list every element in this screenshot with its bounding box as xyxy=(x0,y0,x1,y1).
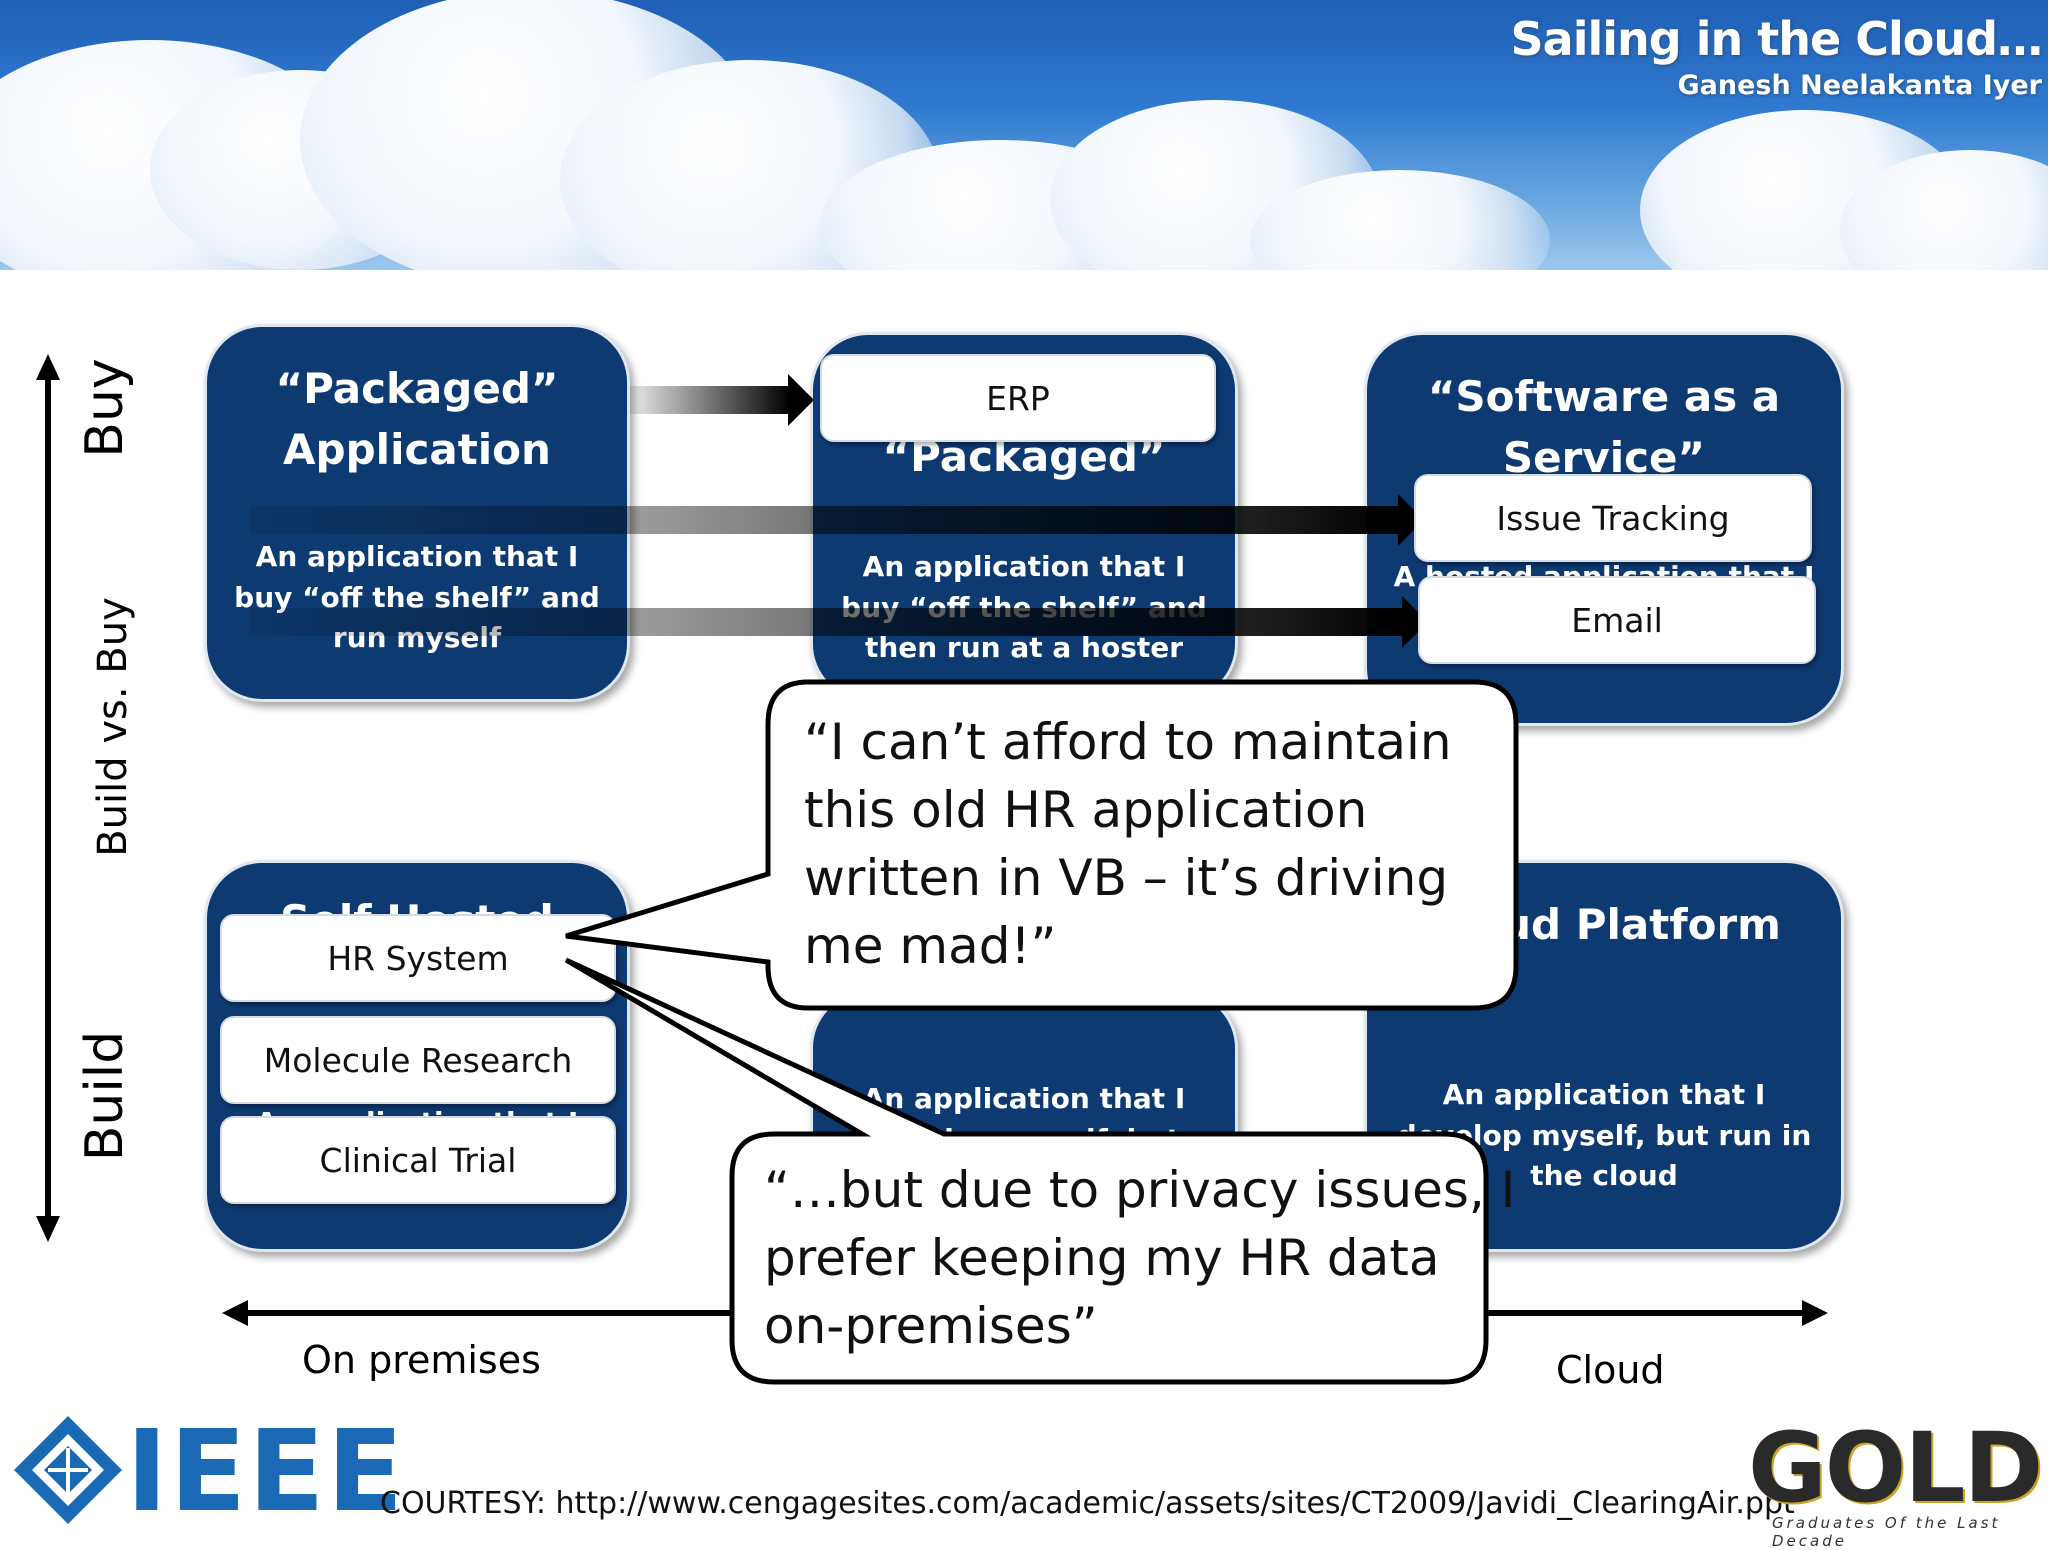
quadrant-title: “Packaged” xyxy=(275,364,559,413)
quadrant-packaged-application: “Packaged” Application An application th… xyxy=(204,324,630,702)
callout-line: written in VB – it’s driving xyxy=(804,849,1449,907)
gold-tagline: Graduates Of the Last Decade xyxy=(1772,1514,2001,1550)
callout-text-1: “I can’t afford to maintain this old HR … xyxy=(804,708,1452,980)
quadrant-description: buy “off the shelf” and xyxy=(841,590,1207,624)
quadrant-title: “Software as a xyxy=(1427,372,1781,421)
axis-label-cloud: Cloud xyxy=(1556,1348,1665,1392)
callout-line: “I can’t afford to maintain xyxy=(804,713,1452,771)
axis-label-on-premises: On premises xyxy=(302,1338,541,1382)
presentation-author: Ganesh Neelakanta Iyer xyxy=(1677,70,2043,101)
quadrant-description: An application that I xyxy=(1442,1078,1766,1111)
quadrant-description: then run at a hoster xyxy=(864,631,1184,665)
ieee-diamond-logo-icon xyxy=(14,1416,122,1524)
quadrant-description: the cloud xyxy=(1530,1159,1678,1193)
quadrant-title: Application xyxy=(283,424,551,474)
axis-label-buy: Buy xyxy=(75,358,135,458)
axis-title-build-vs-buy: Build vs. Buy xyxy=(90,597,136,857)
banner-title: Sailing in the Cloud… Ganesh Neelakanta … xyxy=(1510,12,2043,101)
quadrant-title: Service” xyxy=(1502,432,1706,482)
callout-line: prefer keeping my HR data xyxy=(764,1229,1440,1287)
tag-clinical-trial: Clinical Trial xyxy=(220,1116,616,1204)
quadrant-description: run myself xyxy=(332,621,502,655)
axis-label-build: Build xyxy=(75,1030,135,1162)
courtesy-text: COURTESY: http://www.cengagesites.com/ac… xyxy=(380,1486,1795,1521)
header-banner: Sailing in the Cloud… Ganesh Neelakanta … xyxy=(0,0,2048,270)
ieee-logo: IEEE xyxy=(126,1407,406,1537)
presentation-title: Sailing in the Cloud… xyxy=(1510,12,2043,66)
tag-erp: ERP xyxy=(820,354,1216,442)
callout-line: “…but due to privacy issues, I xyxy=(764,1161,1516,1219)
quadrant-description: develop myself, but xyxy=(868,1122,1180,1156)
callout-text-2: “…but due to privacy issues, I prefer ke… xyxy=(764,1156,1515,1360)
quadrant-description: An application that I xyxy=(862,1082,1186,1115)
tag-email: Email xyxy=(1418,576,1816,664)
callout-line: this old HR application xyxy=(804,781,1368,839)
quadrant-description: develop myself, but run in xyxy=(1396,1118,1812,1152)
tag-molecule-research: Molecule Research xyxy=(220,1016,616,1104)
vertical-axis-arrow xyxy=(36,354,60,1242)
tag-issue-tracking: Issue Tracking xyxy=(1414,474,1812,562)
callout-line: me mad!” xyxy=(804,917,1057,975)
quadrant-description: An application that I xyxy=(255,540,579,573)
gold-logo: GOLD xyxy=(1748,1412,2043,1524)
quadrant-description: buy “off the shelf” and xyxy=(234,580,600,614)
tag-hr-system: HR System xyxy=(220,914,616,1002)
quadrant-description: An application that I xyxy=(862,550,1186,583)
callout-line: on-premises” xyxy=(764,1297,1098,1355)
